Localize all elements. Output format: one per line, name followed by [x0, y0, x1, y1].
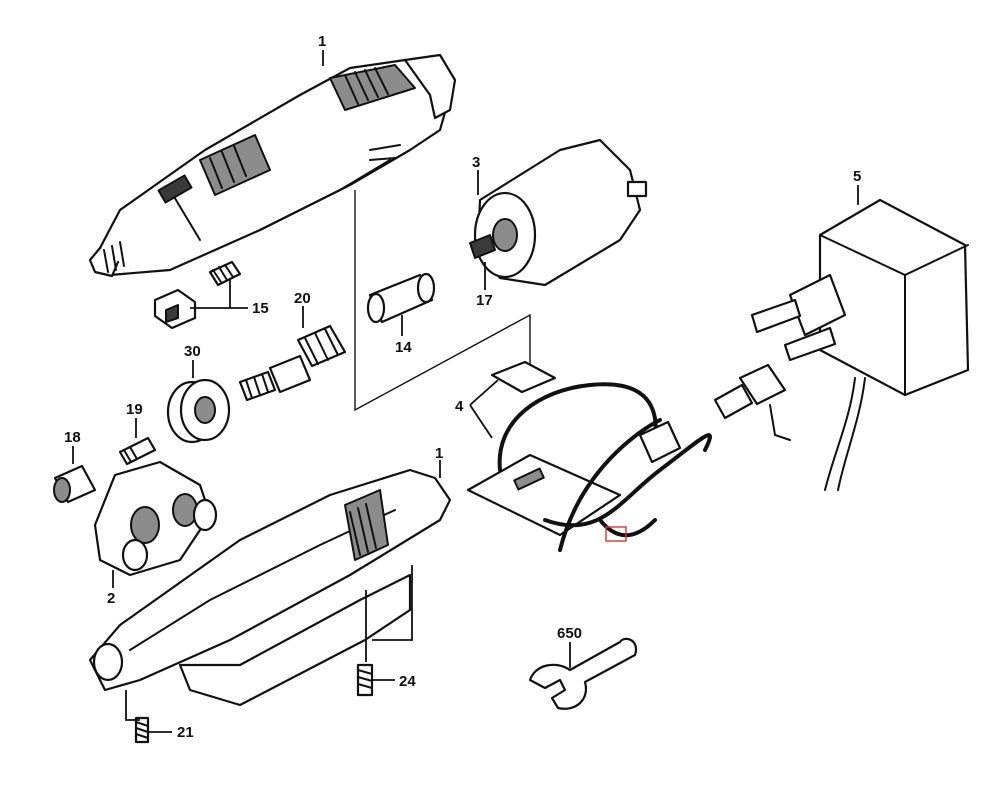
- leader-15: [190, 280, 248, 309]
- callout-19: 19: [126, 401, 143, 418]
- wrench-part-650: [528, 637, 638, 710]
- callout-14: 14: [395, 339, 412, 356]
- callout-20: 20: [294, 290, 311, 307]
- power-connector: [713, 363, 791, 441]
- pin-part-19: [118, 436, 157, 466]
- leader-4: [469, 379, 499, 439]
- leader-21: [125, 690, 172, 733]
- housing-shell-part-1: [88, 468, 452, 707]
- collet-nut-part-18: [53, 464, 97, 504]
- callout-21: 21: [177, 724, 194, 741]
- bearing-part-30: [166, 378, 231, 444]
- callout-1-top: 1: [318, 33, 326, 50]
- motor-part-3: [469, 138, 648, 287]
- callout-17: 17: [476, 292, 493, 309]
- highlight-box: [605, 526, 627, 542]
- callout-24: 24: [399, 673, 416, 690]
- callout-5: 5: [853, 168, 861, 185]
- spindle-shaft-part-20: [238, 324, 347, 402]
- switch-board-part-4: [466, 360, 712, 552]
- callout-15: 15: [252, 300, 269, 317]
- callout-3: 3: [472, 154, 480, 171]
- callout-1-housing: 1: [435, 445, 443, 462]
- callout-650: 650: [557, 625, 582, 642]
- power-adapter-part-5: [750, 198, 970, 491]
- callout-2: 2: [107, 590, 115, 607]
- screw-part-24: [356, 663, 374, 697]
- leader-24: [365, 565, 413, 681]
- screw-part-21: [134, 716, 150, 744]
- collets-part-2: [93, 460, 218, 577]
- tool-body-assembly: [88, 53, 457, 278]
- assembly-guide-line: [354, 190, 531, 412]
- brush-part-15: [153, 260, 242, 330]
- callout-18: 18: [64, 429, 81, 446]
- callout-4: 4: [455, 398, 464, 415]
- callout-30: 30: [184, 343, 201, 360]
- coupling-part-14: [366, 272, 436, 324]
